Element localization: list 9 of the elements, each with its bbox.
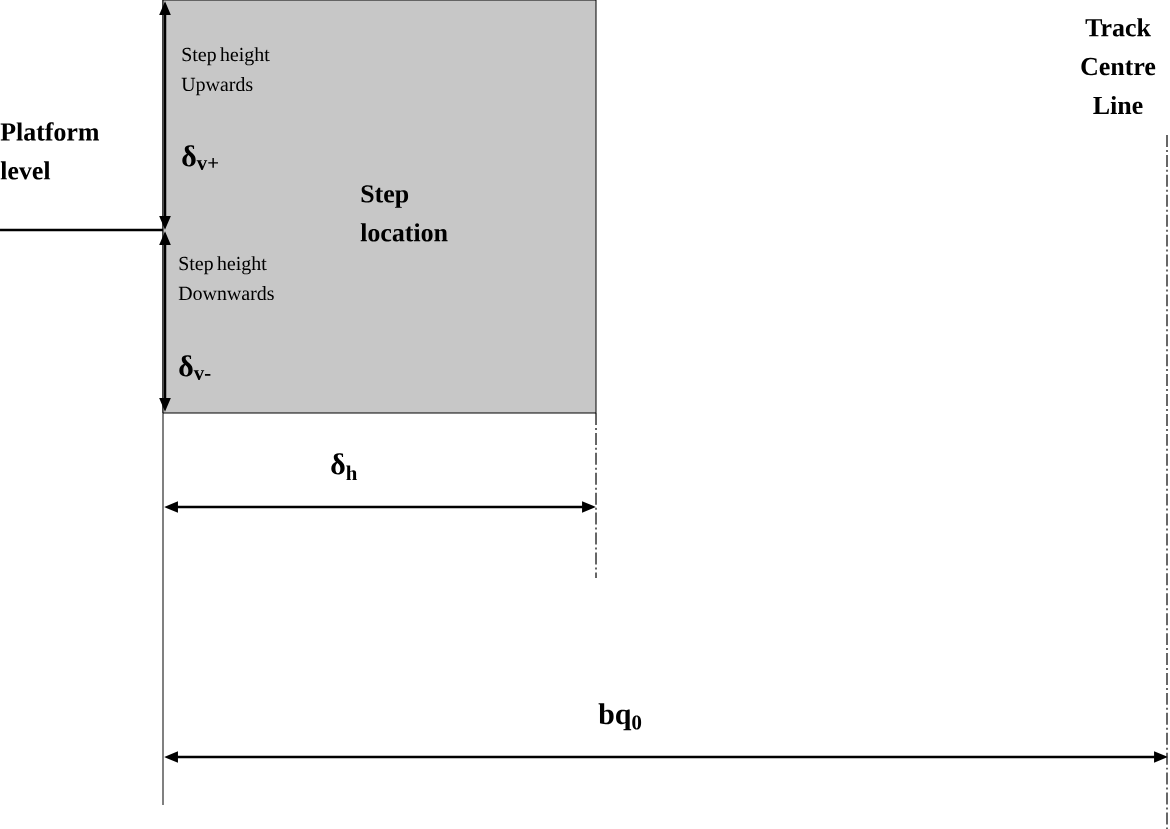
annotation-text: Step height Downwards <box>178 256 274 301</box>
level-label: Platform level <box>0 122 100 180</box>
area-label: Step location <box>360 185 448 242</box>
annotation-text: Step height Upwards <box>181 47 270 96</box>
symbol-label: δ$_{v+}$ <box>182 145 218 170</box>
line-label: Track Centre Line <box>1081 18 1156 115</box>
dimension-label: bq$_{0}$ <box>598 703 642 731</box>
dimension-label: δ$_{h}$ <box>331 453 358 481</box>
symbol-label: δ$_{v-}$ <box>179 355 211 380</box>
